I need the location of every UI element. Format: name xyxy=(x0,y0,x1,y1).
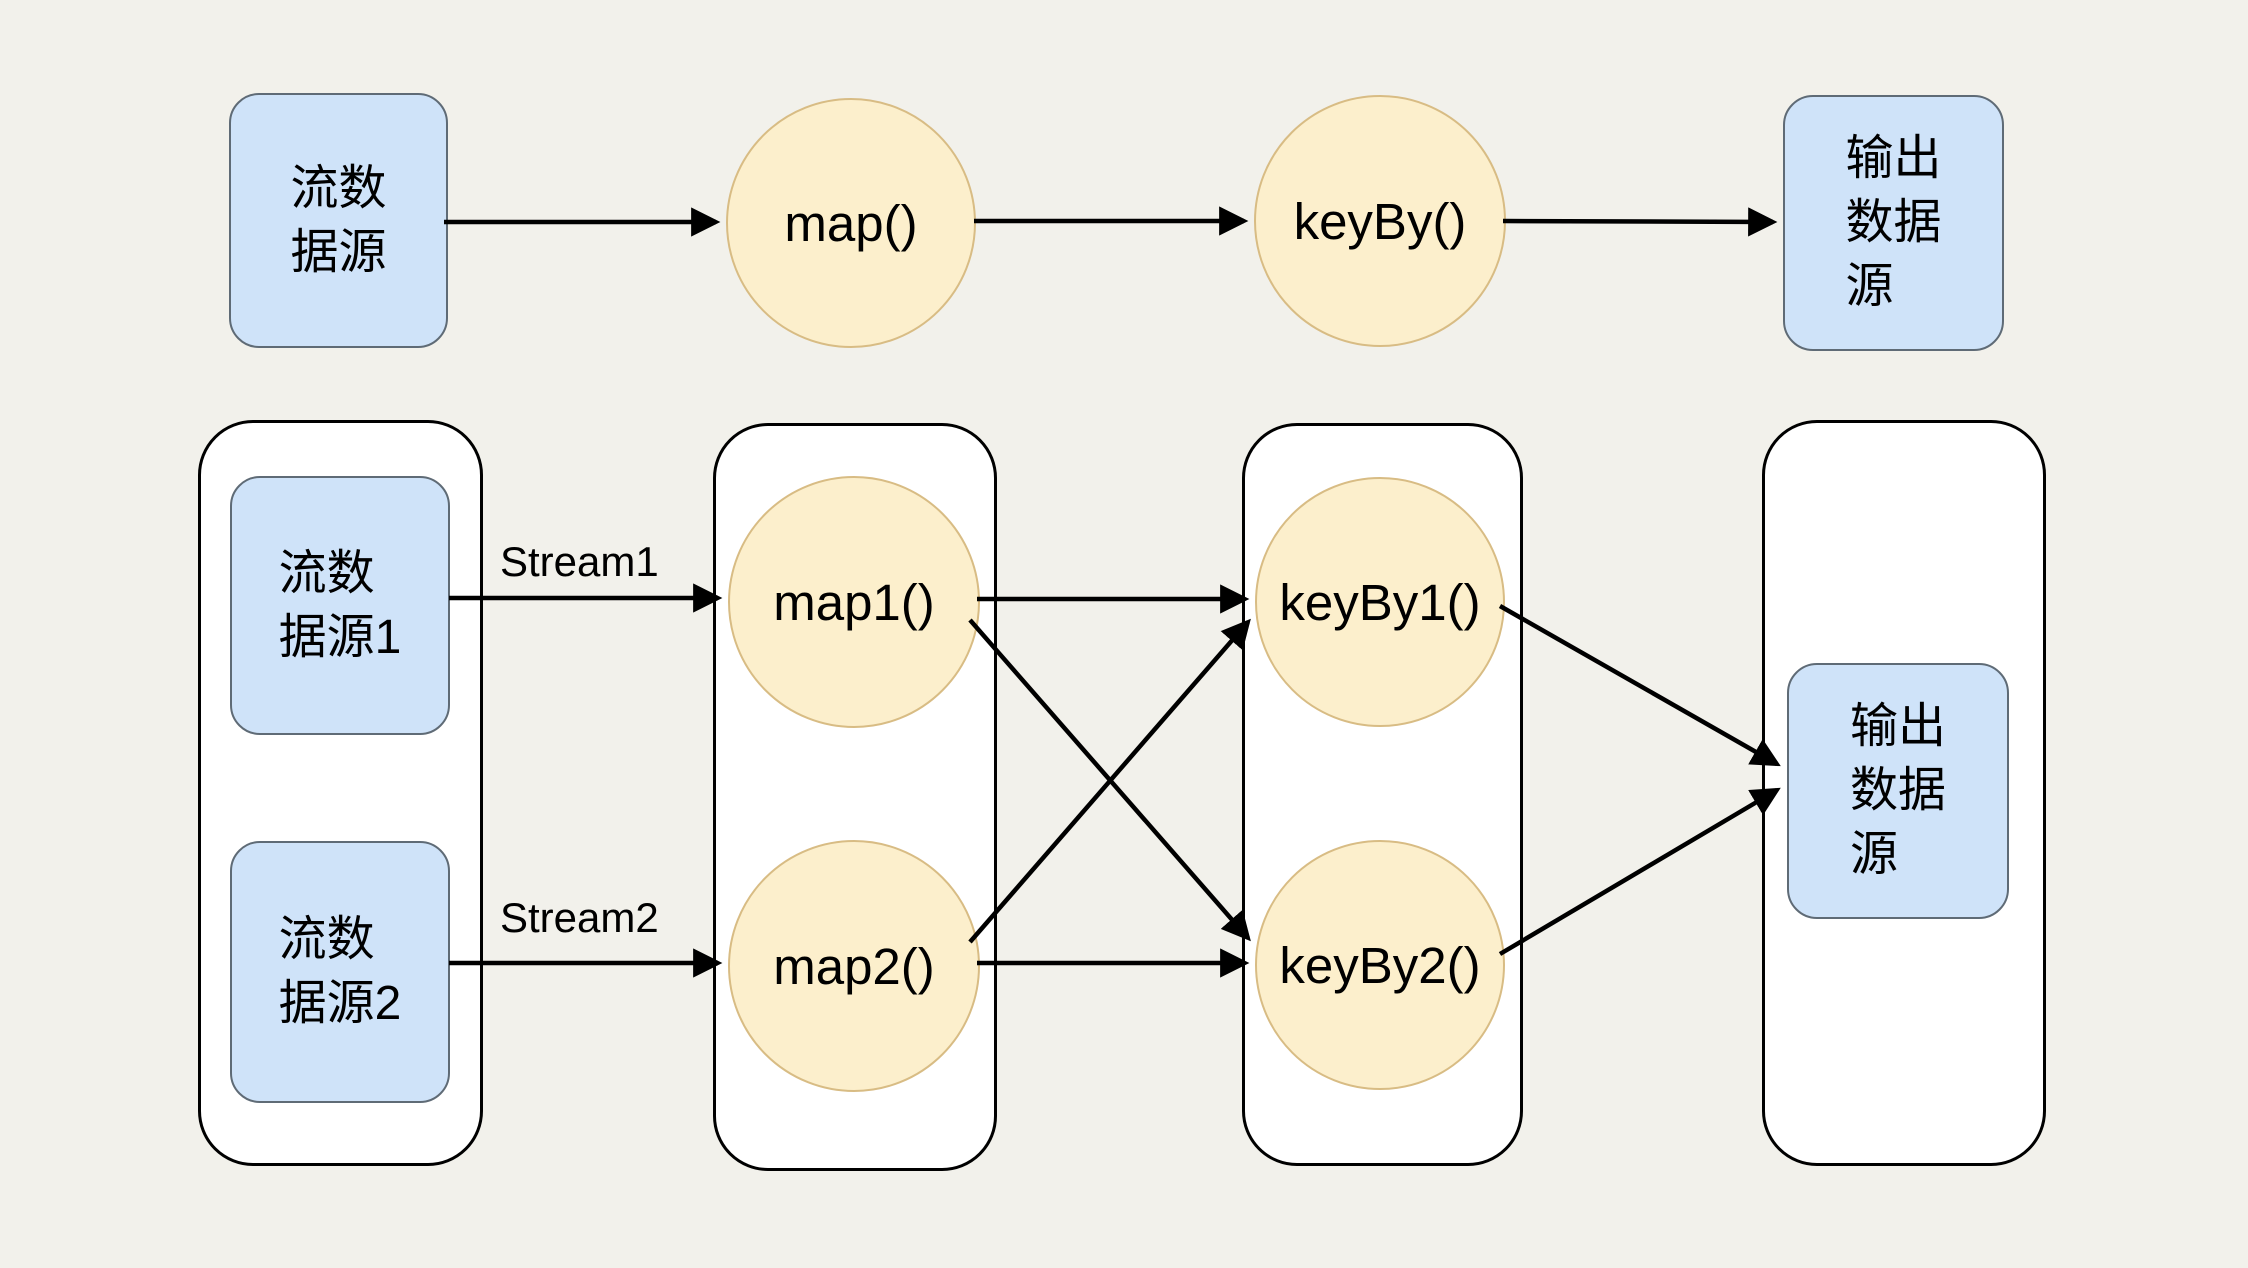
arrow-map1-to-keyby2 xyxy=(968,618,1251,942)
bottom-output-sink-node: 输出 数据 源 xyxy=(1787,663,2009,919)
keyby2-operator-node: keyBy2() xyxy=(1255,840,1505,1090)
map2-operator-node: map2() xyxy=(728,840,980,1092)
top-map-operator-node: map() xyxy=(726,98,976,348)
stream-source-1-node: 流数 据源1 xyxy=(230,476,450,735)
stream2-edge-label: Stream2 xyxy=(500,894,659,941)
map1-operator-label: map1() xyxy=(773,573,935,631)
top-stream-source-label: 流数 据源 xyxy=(290,161,387,279)
map2-operator-label: map2() xyxy=(773,937,935,995)
arrow-top-keyby-to-sink xyxy=(1502,207,1778,237)
arrow-keyby1-to-sink xyxy=(1498,604,1781,767)
arrow-keyby2-to-sink xyxy=(1498,787,1781,956)
stream-source-2-node: 流数 据源2 xyxy=(230,841,450,1103)
keyby2-operator-label: keyBy2() xyxy=(1279,936,1481,994)
stream-source-2-label: 流数 据源2 xyxy=(278,913,402,1030)
stream-source-1-label: 流数 据源1 xyxy=(278,546,402,664)
top-stream-source-node: 流数 据源 xyxy=(229,93,448,348)
stream1-edge-label: Stream1 xyxy=(500,538,659,585)
bottom-output-sink-label: 输出 数据 源 xyxy=(1849,700,1946,881)
keyby1-operator-node: keyBy1() xyxy=(1255,477,1505,727)
top-output-sink-node: 输出 数据 源 xyxy=(1783,95,2004,351)
top-output-sink-label: 输出 数据 源 xyxy=(1845,132,1942,313)
map1-operator-node: map1() xyxy=(728,476,980,728)
top-keyby-operator-label: keyBy() xyxy=(1293,192,1467,250)
keyby1-operator-label: keyBy1() xyxy=(1279,573,1481,631)
arrow-map2-to-keyby1 xyxy=(968,618,1251,944)
top-map-operator-label: map() xyxy=(784,194,918,252)
top-keyby-operator-node: keyBy() xyxy=(1254,95,1506,347)
